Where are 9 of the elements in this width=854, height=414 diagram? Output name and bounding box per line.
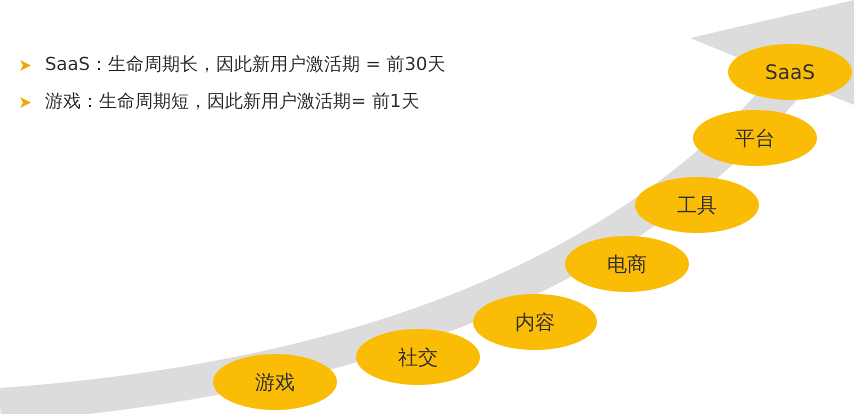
stage-ellipse: 工具 [635, 177, 759, 233]
stage-ellipse: 电商 [565, 236, 689, 292]
stage-ellipse: SaaS [728, 44, 852, 100]
stage-ellipse: 平台 [693, 110, 817, 166]
bullet-text: 游戏：生命周期短，因此新用户激活期= 前1天 [45, 90, 420, 113]
stage-ellipse: 社交 [356, 329, 480, 385]
bullet-text: SaaS：生命周期长，因此新用户激活期 = 前30天 [45, 53, 446, 76]
stage-ellipse: 游戏 [213, 354, 337, 410]
stage-ellipse: 内容 [473, 294, 597, 350]
